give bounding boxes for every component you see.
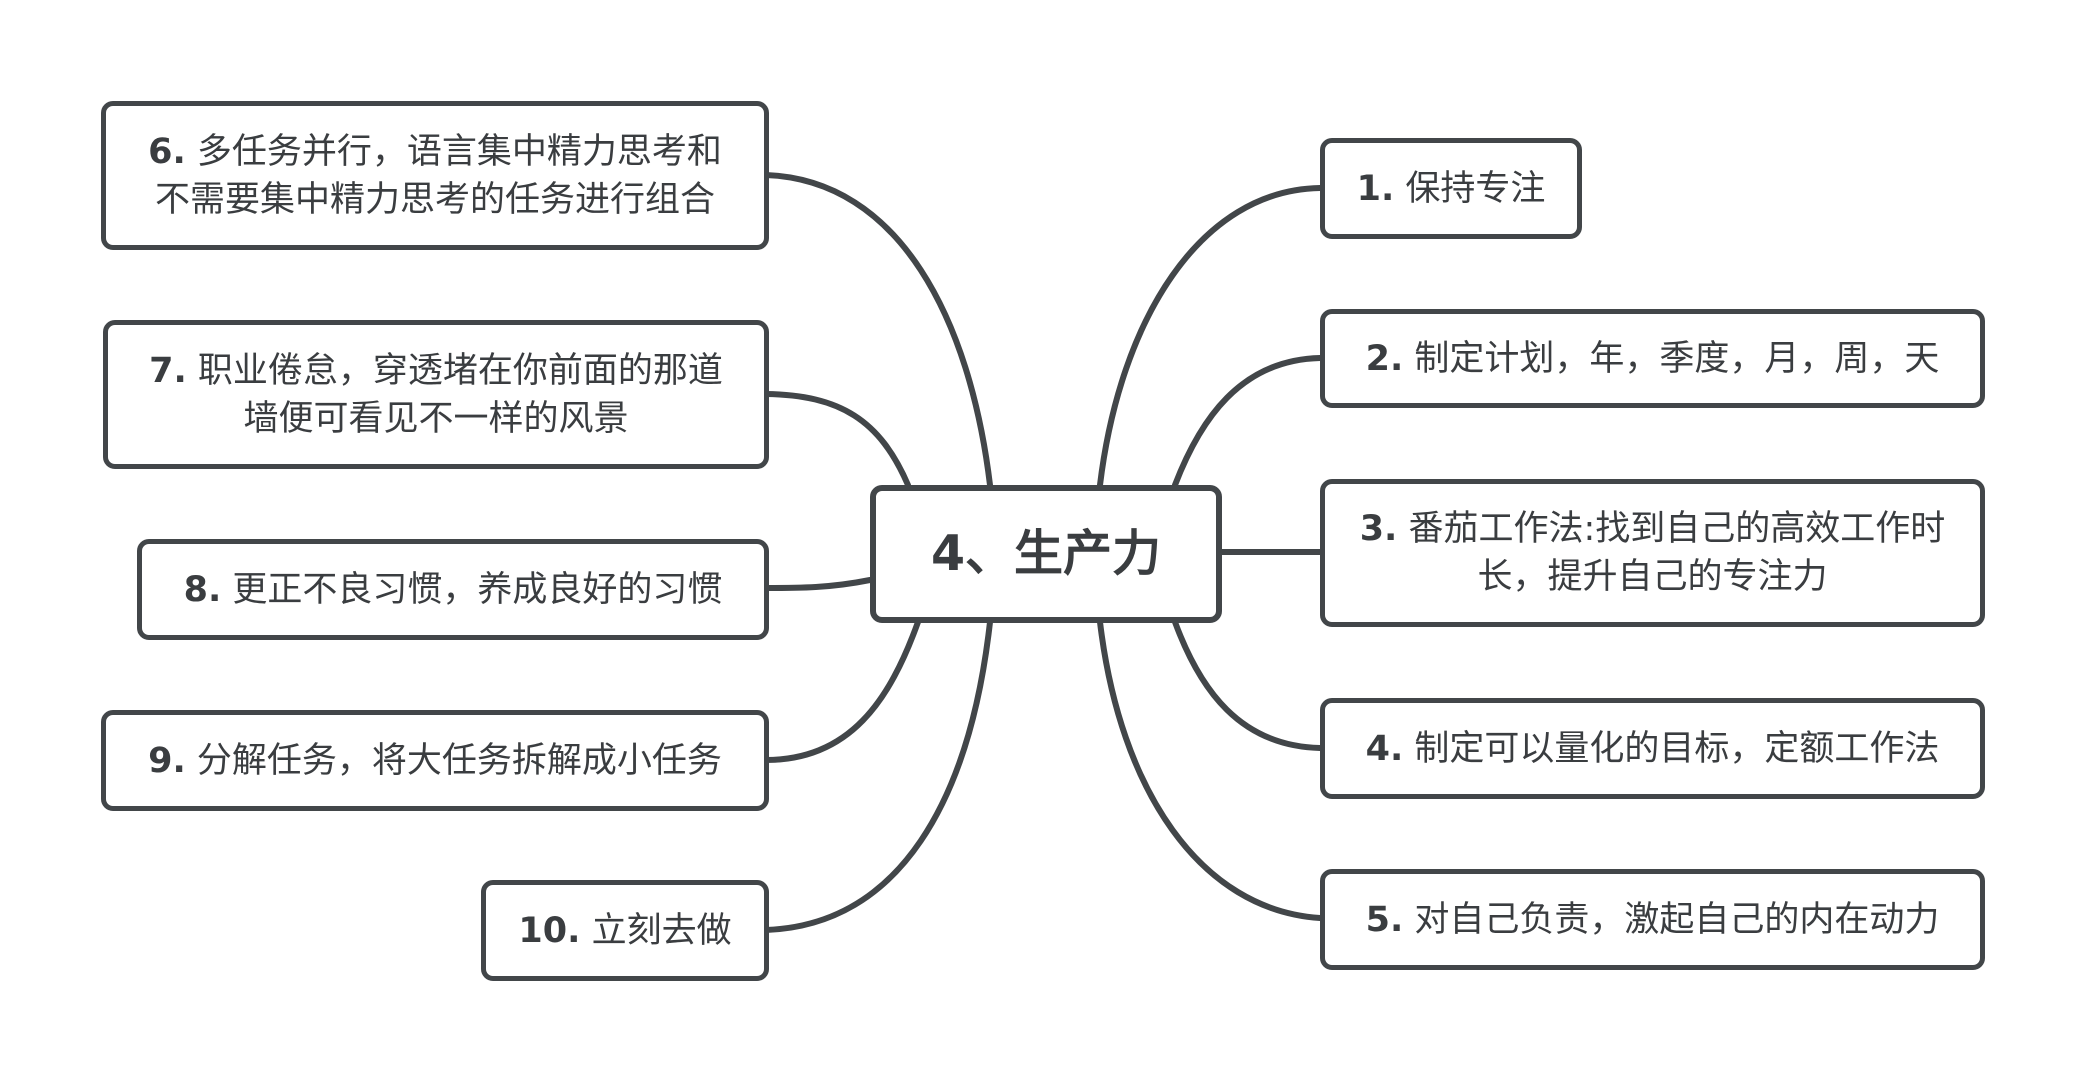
branch-7[interactable]: 7. 职业倦怠，穿透堵在你前面的那道墙便可看见不一样的风景 [103,320,769,469]
branch-3-number: 3. [1359,509,1398,549]
branch-1-text: 保持专注 [1405,168,1546,209]
branch-4[interactable]: 4. 制定可以量化的目标，定额工作法 [1320,698,1985,799]
branch-5-label: 5. 对自己负责，激起自己的内在动力 [1366,896,1940,944]
connector-to-b8 [763,577,873,591]
branch-8-text: 更正不良习惯，养成良好的习惯 [232,569,723,610]
branch-7-text: 职业倦怠，穿透堵在你前面的那道墙便可看见不一样的风景 [197,350,723,439]
branch-3-text: 番茄工作法:找到自己的高效工作时长，提升自己的专注力 [1408,509,1946,597]
branch-10-label: 10. 立刻去做 [518,907,731,955]
connector-to-b7 [763,391,911,488]
branch-8[interactable]: 8. 更正不良习惯，养成良好的习惯 [137,539,769,640]
central-topic-label: 4、生产力 [930,525,1162,582]
branch-4-label: 4. 制定可以量化的目标，定额工作法 [1366,725,1940,773]
connector-to-b1 [1097,185,1323,488]
branch-2-text: 制定计划，年，季度，月，周，天 [1414,338,1940,379]
branch-5[interactable]: 5. 对自己负责，激起自己的内在动力 [1320,869,1985,970]
branch-9[interactable]: 9. 分解任务，将大任务拆解成小任务 [101,710,769,811]
branch-5-text: 对自己负责，激起自己的内在动力 [1414,899,1940,940]
branch-6-number: 6. [148,131,186,172]
branch-1-number: 1. [1356,168,1395,209]
branch-6-text: 多任务并行，语言集中精力思考和不需要集中精力思考的任务进行组合 [154,131,722,220]
connector-to-b6 [763,172,993,488]
branch-10-text: 立刻去做 [591,910,732,951]
branch-3-label: 3. 番茄工作法:找到自己的高效工作时长，提升自己的专注力 [1349,505,1956,601]
branch-2-label: 2. 制定计划，年，季度，月，周，天 [1366,335,1940,383]
connector-to-b9 [763,619,921,763]
branch-10-number: 10. [518,910,581,951]
branch-8-label: 8. 更正不良习惯，养成良好的习惯 [184,566,723,614]
branch-5-number: 5. [1365,899,1404,940]
branch-2[interactable]: 2. 制定计划，年，季度，月，周，天 [1320,309,1985,408]
branch-6[interactable]: 6. 多任务并行，语言集中精力思考和不需要集中精力思考的任务进行组合 [101,101,769,250]
branch-4-number: 4. [1365,728,1404,769]
branch-3[interactable]: 3. 番茄工作法:找到自己的高效工作时长，提升自己的专注力 [1320,479,1985,627]
branch-9-number: 9. [148,740,186,781]
branch-1-label: 1. 保持专注 [1357,165,1546,213]
connector-to-b10 [763,619,993,933]
connector-to-b4 [1172,619,1323,751]
branch-7-label: 7. 职业倦怠，穿透堵在你前面的那道墙便可看见不一样的风景 [138,347,734,443]
branch-4-text: 制定可以量化的目标，定额工作法 [1414,728,1940,769]
branch-10[interactable]: 10. 立刻去做 [481,880,769,981]
connector-to-b2 [1172,355,1323,488]
branch-6-label: 6. 多任务并行，语言集中精力思考和不需要集中精力思考的任务进行组合 [136,128,734,224]
branch-9-label: 9. 分解任务，将大任务拆解成小任务 [148,737,722,785]
branch-8-number: 8. [183,569,222,610]
branch-7-number: 7. [149,350,187,391]
branch-2-number: 2. [1365,338,1404,379]
branch-1[interactable]: 1. 保持专注 [1320,138,1582,239]
branch-9-text: 分解任务，将大任务拆解成小任务 [196,740,722,781]
connector-to-b5 [1097,619,1323,921]
central-topic[interactable]: 4、生产力 [870,485,1222,623]
